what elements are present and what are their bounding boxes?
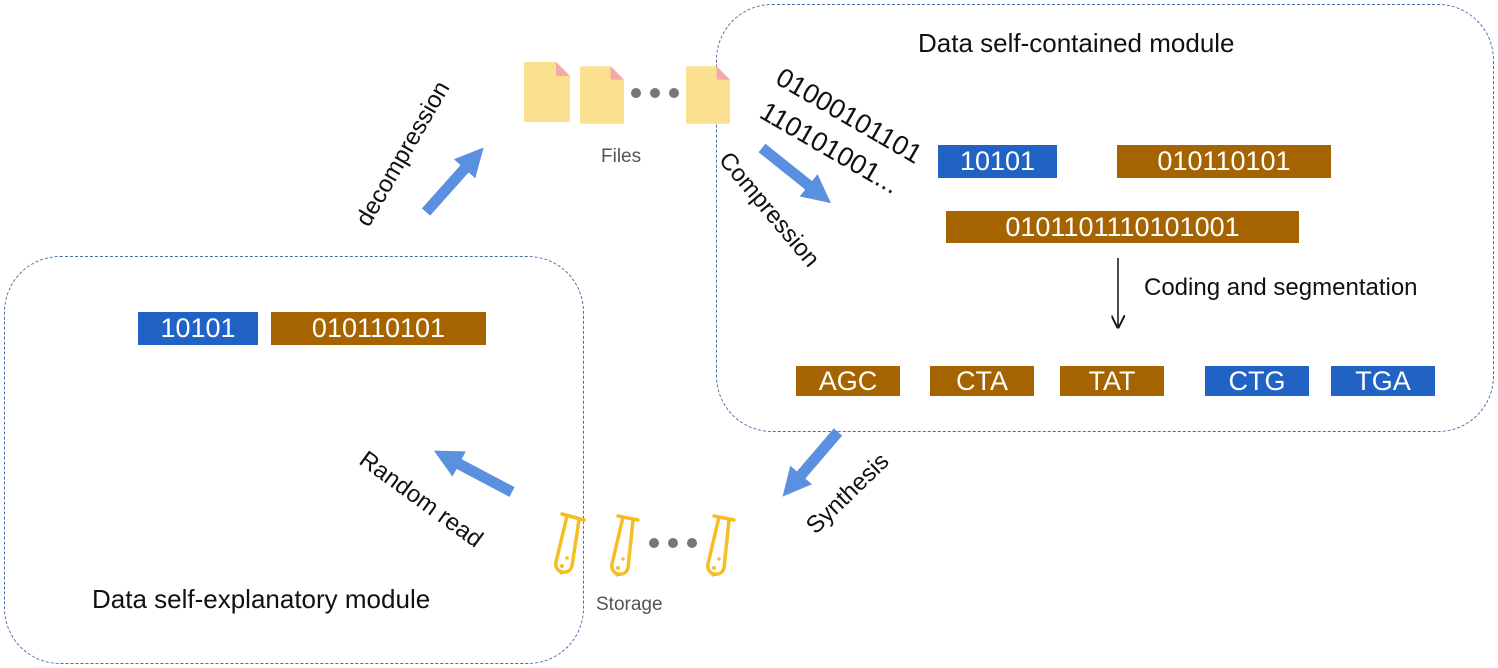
explanatory-module-title: Data self-explanatory module [92, 584, 431, 614]
file-fold [716, 66, 730, 80]
data-self-explanatory-module-box [4, 256, 584, 664]
ellipsis-dots [630, 86, 680, 100]
file-body [580, 66, 624, 124]
dna-segment: CTA [930, 366, 1034, 396]
ellipsis-dots [648, 536, 698, 550]
synthesis-arrow [782, 428, 843, 497]
data-self-contained-module-box [716, 4, 1494, 432]
explanatory-payload-segment: 010110101 [271, 312, 486, 345]
dna-segment: CTG [1205, 366, 1309, 396]
file-icon [580, 66, 624, 124]
file-fold [610, 66, 624, 80]
file-icon [686, 66, 730, 124]
decompression-arrow [421, 147, 484, 216]
file-body [524, 62, 570, 122]
file-icon [524, 62, 570, 122]
contained-payload-segment: 010110101 [1117, 145, 1331, 178]
dna-segment: TAT [1060, 366, 1164, 396]
explanatory-index-segment: 10101 [138, 312, 258, 345]
test-tube-icon [550, 510, 588, 586]
files-caption: Files [601, 146, 642, 167]
storage-caption: Storage [596, 594, 663, 615]
coding-label: Coding and segmentation [1144, 274, 1418, 301]
file-body [686, 66, 730, 124]
dna-segment: AGC [796, 366, 900, 396]
test-tube-icon [604, 512, 642, 588]
dna-segment: TGA [1331, 366, 1435, 396]
contained-index-segment: 10101 [938, 145, 1057, 178]
contained-module-title: Data self-contained module [918, 28, 1235, 58]
decompression-label: decompression [350, 76, 456, 231]
combined-segment: 0101101110101001 [946, 211, 1299, 243]
test-tube-icon [700, 512, 738, 588]
synthesis-label: Synthesis [800, 447, 895, 540]
file-fold [556, 62, 570, 76]
